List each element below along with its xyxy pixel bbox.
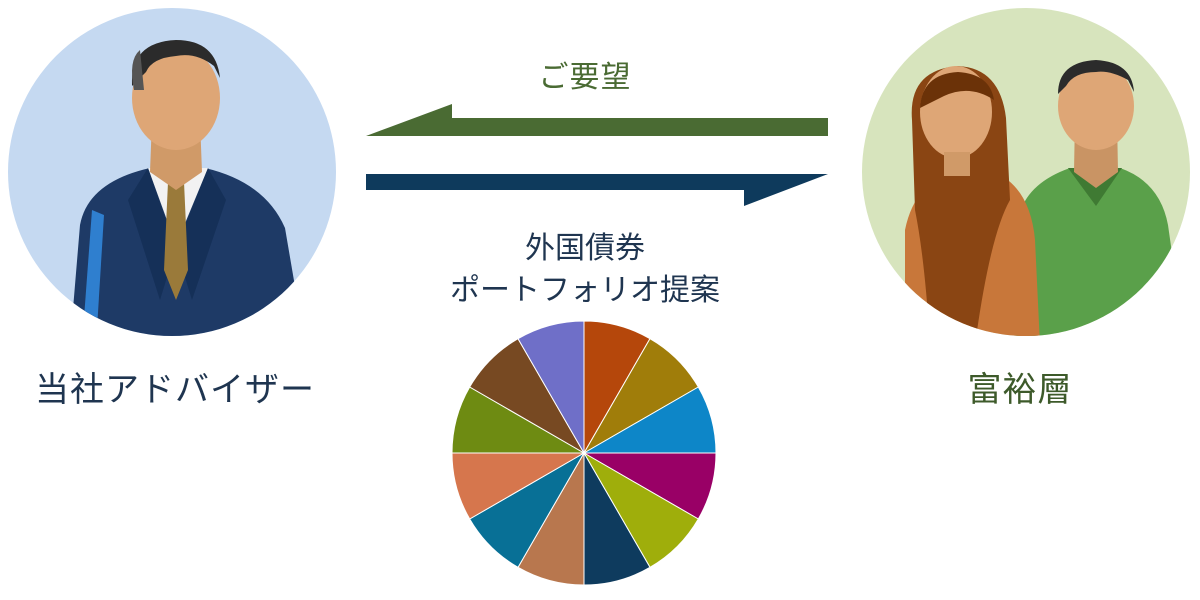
proposal-label-line1: 外国債券 <box>525 231 645 266</box>
pie-chart-icon <box>451 320 717 586</box>
proposal-label: 外国債券 ポートフォリオ提案 <box>400 228 770 312</box>
businessman-icon <box>70 40 305 336</box>
request-label: ご要望 <box>538 60 632 95</box>
proposal-arrow <box>366 174 828 206</box>
advisor-figure <box>8 8 336 336</box>
pie-slice <box>517 320 585 455</box>
wealthy-figure <box>862 8 1190 336</box>
request-arrow <box>366 104 828 136</box>
proposal-label-line2: ポートフォリオ提案 <box>450 273 720 308</box>
advisor-label: 当社アドバイザー <box>35 370 315 410</box>
couple-icon <box>905 60 1185 336</box>
wealthy-label: 富裕層 <box>967 370 1073 410</box>
